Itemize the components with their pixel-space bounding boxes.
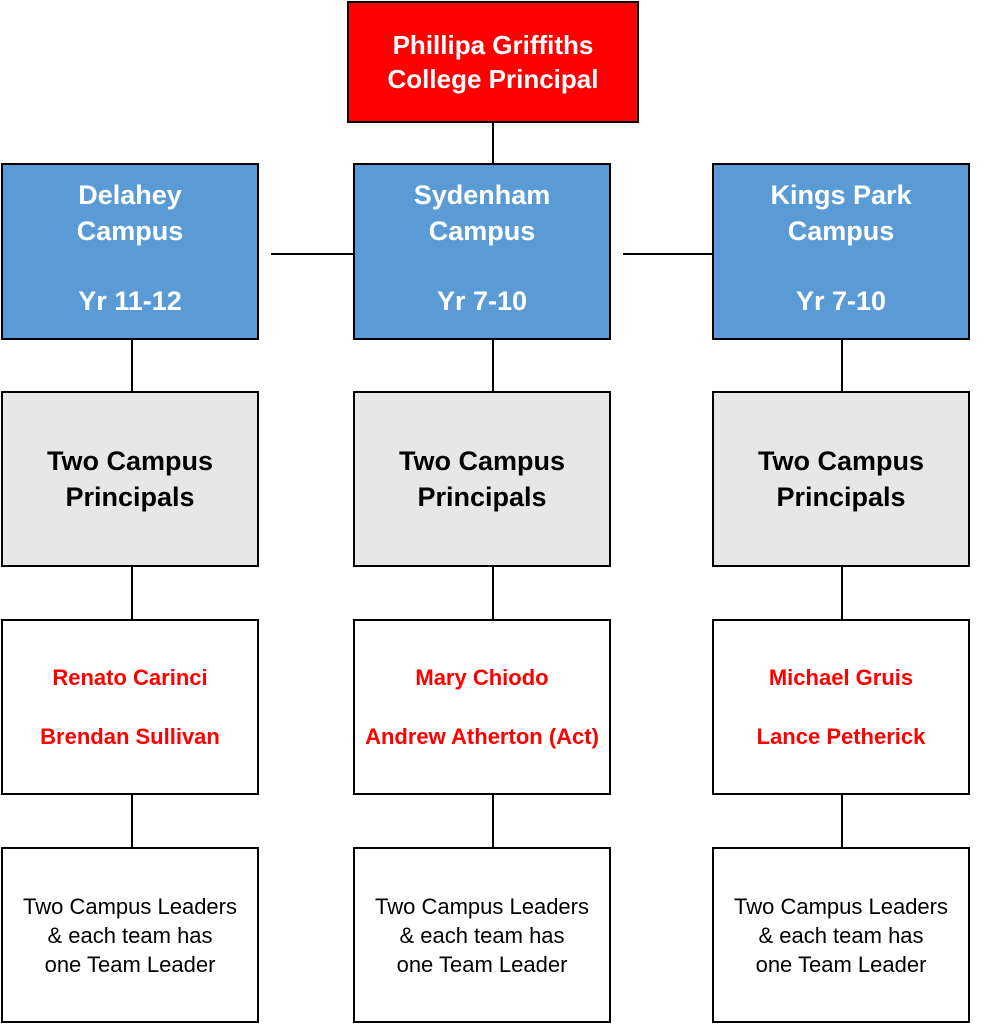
leaders-text-line: one Team Leader <box>44 951 216 977</box>
campus-principals-box-kings-park: Two Campus Principals <box>712 391 970 567</box>
campus-leaders-box-sydenham: Two Campus Leaders & each team has one T… <box>353 847 611 1023</box>
campus-leaders-box-kings-park: Two Campus Leaders & each team has one T… <box>712 847 970 1023</box>
connector-delahey-campus-to-principals <box>131 340 133 391</box>
principal-names-box-delahey: Renato Carinci Brendan Sullivan <box>1 619 259 795</box>
connector-kingspark-names-to-leaders <box>841 795 843 847</box>
campus-label: Campus <box>76 216 184 246</box>
connector-sydenham-names-to-leaders <box>492 795 494 847</box>
campus-principals-box-sydenham: Two Campus Principals <box>353 391 611 567</box>
leaders-text-line: one Team Leader <box>396 951 568 977</box>
principals-label-line2: Principals <box>776 482 906 512</box>
leaders-text-line: & each team has <box>758 922 924 948</box>
leaders-text-line: & each team has <box>399 922 565 948</box>
connector-kingspark-principals-to-names <box>841 567 843 619</box>
connector-top-to-sydenham <box>492 123 494 163</box>
leaders-text-line: one Team Leader <box>755 951 927 977</box>
principal-name: Renato Carinci <box>52 664 208 690</box>
connector-sydenham-campus-to-principals <box>492 340 494 391</box>
college-principal-role: College Principal <box>387 64 599 94</box>
campus-name: Delahey <box>78 180 182 210</box>
principals-label-line1: Two Campus <box>757 446 924 476</box>
leaders-text-line: Two Campus Leaders <box>375 893 589 919</box>
principal-names-box-kings-park: Michael Gruis Lance Petherick <box>712 619 970 795</box>
campus-label: Campus <box>787 216 895 246</box>
campus-box-delahey: Delahey Campus Yr 11-12 <box>1 163 259 340</box>
leaders-text-line: Two Campus Leaders <box>23 893 237 919</box>
campus-leaders-box-delahey: Two Campus Leaders & each team has one T… <box>1 847 259 1023</box>
principals-label-line1: Two Campus <box>398 446 565 476</box>
college-principal-name: Phillipa Griffiths <box>392 30 594 60</box>
campus-label: Campus <box>428 216 536 246</box>
principals-label-line2: Principals <box>417 482 547 512</box>
connector-sydenham-principals-to-names <box>492 567 494 619</box>
connector-kingspark-campus-to-principals <box>841 340 843 391</box>
principal-name: Michael Gruis <box>768 664 914 690</box>
campus-name: Sydenham <box>413 180 551 210</box>
connector-delahey-principals-to-names <box>131 567 133 619</box>
campus-years: Yr 11-12 <box>78 286 182 316</box>
principal-names-box-sydenham: Mary Chiodo Andrew Atherton (Act) <box>353 619 611 795</box>
campus-box-kings-park: Kings Park Campus Yr 7-10 <box>712 163 970 340</box>
campus-box-sydenham: Sydenham Campus Yr 7-10 <box>353 163 611 340</box>
leaders-text-line: Two Campus Leaders <box>734 893 948 919</box>
principals-label-line2: Principals <box>65 482 195 512</box>
principal-name: Andrew Atherton (Act) <box>365 723 599 749</box>
principal-name: Lance Petherick <box>756 723 926 749</box>
principals-label-line1: Two Campus <box>46 446 213 476</box>
campus-name: Kings Park <box>770 180 912 210</box>
college-principal-box: Phillipa Griffiths College Principal <box>347 1 639 123</box>
connector-sydenham-to-kingspark <box>623 253 712 255</box>
connector-delahey-names-to-leaders <box>131 795 133 847</box>
leaders-text-line: & each team has <box>47 922 213 948</box>
principal-name: Mary Chiodo <box>415 664 549 690</box>
campus-principals-box-delahey: Two Campus Principals <box>1 391 259 567</box>
campus-years: Yr 7-10 <box>436 286 528 316</box>
connector-delahey-to-sydenham <box>271 253 353 255</box>
principal-name: Brendan Sullivan <box>40 723 220 749</box>
campus-years: Yr 7-10 <box>795 286 887 316</box>
